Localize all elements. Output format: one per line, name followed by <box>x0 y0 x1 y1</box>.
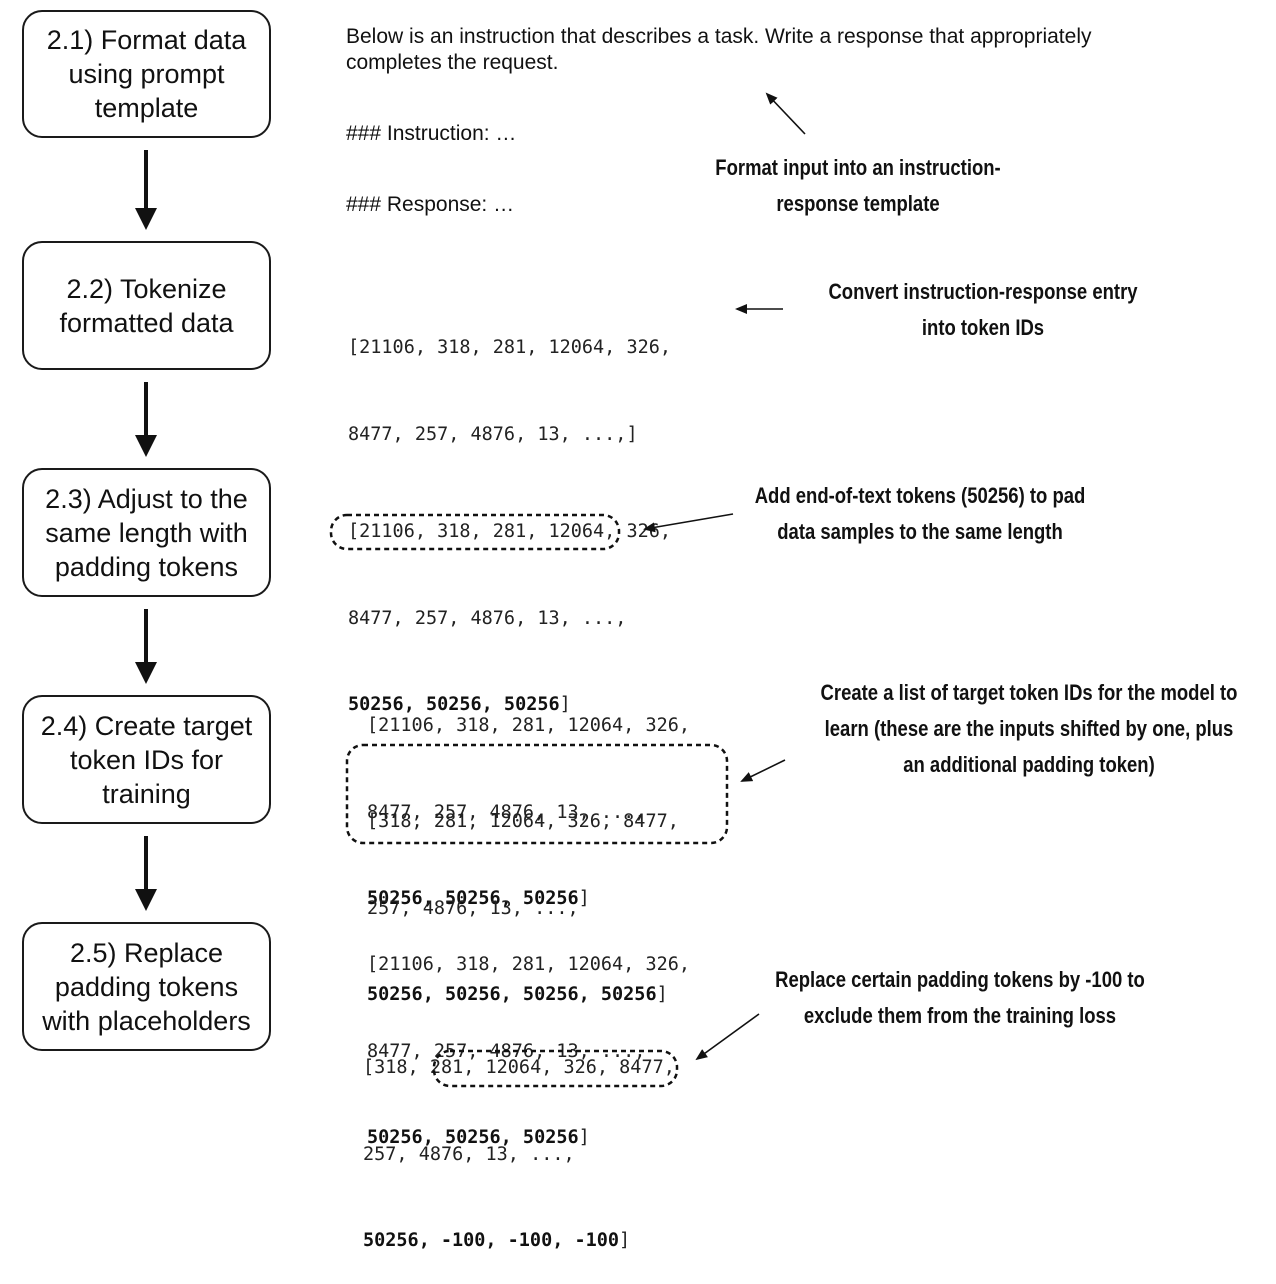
step-box-tokenize: 2.2) Tokenize formatted data <box>22 241 271 370</box>
connectors-layer <box>135 92 806 1088</box>
token-line: [21106, 318, 281, 12064, 326, <box>348 337 672 359</box>
token-line: 8477, 257, 4876, 13, ..., <box>367 801 646 823</box>
masked-tokens: -100, -100, -100 <box>440 1229 620 1251</box>
bracket-close: ] <box>619 1229 631 1251</box>
annotation-pad: Add end-of-text tokens (50256) to pad da… <box>754 483 1086 544</box>
step-box-pad: 2.3) Adjust to the same length with padd… <box>22 468 271 597</box>
pointer-arrow-format <box>765 92 806 135</box>
bracket-close: ] <box>559 693 571 715</box>
template-preamble-line2: completes the request. <box>346 51 559 74</box>
token-line: 257, 4876, 13, ..., <box>363 1143 575 1165</box>
step-box-format: 2.1) Format data using prompt template <box>22 10 271 138</box>
padding-tokens: 50256, 50256, 50256 <box>348 693 560 715</box>
token-line: 8477, 257, 4876, 13, ..., <box>348 607 627 629</box>
flow-arrow-4 <box>135 836 157 911</box>
token-line-padding: 50256, 50256, 50256, 50256] <box>367 981 679 1010</box>
annotation-tokenize: Convert instruction-response entry into … <box>828 279 1138 340</box>
token-block-tokenized: [21106, 318, 281, 12064, 326, 8477, 257,… <box>348 277 671 478</box>
pointer-arrow-replace <box>695 1013 760 1061</box>
token-line: 8477, 257, 4876, 13, ...,] <box>348 423 638 445</box>
step-label-format: 2.1) Format data using prompt template <box>46 25 247 123</box>
highlight-masked-tokens <box>432 1049 679 1088</box>
padding-token-kept: 50256, <box>363 1229 430 1251</box>
token-line-masked: 50256, -100, -100, -100] <box>363 1227 675 1256</box>
token-line: 257, 4876, 13, ..., <box>367 897 579 919</box>
step-box-replace: 2.5) Replace padding tokens with placeho… <box>22 922 271 1051</box>
token-line-padding: 50256, 50256, 50256] <box>367 885 690 914</box>
flow-arrow-3 <box>135 609 157 684</box>
pointer-arrow-pad <box>643 513 734 533</box>
token-line: [21106, 318, 281, 12064, 326, <box>367 954 691 976</box>
template-instruction: ### Instruction: … <box>346 122 517 145</box>
template-response: ### Response: … <box>346 193 515 216</box>
token-line: [21106, 318, 281, 12064, 326, <box>367 715 691 737</box>
flow-arrow-2 <box>135 382 157 457</box>
step-label-replace: 2.5) Replace padding tokens with placeho… <box>42 937 251 1036</box>
token-line: [318, 281, 12064, 326, 8477, <box>367 811 679 833</box>
token-line: [318, 281, 12064, 326, 8477, <box>363 1057 675 1079</box>
annotation-format: Format input into an instruction- respon… <box>715 155 1001 216</box>
annotation-targets: Create a list of target token IDs for th… <box>820 680 1238 777</box>
padding-tokens: 50256, 50256, 50256 <box>367 887 579 909</box>
flow-arrow-1 <box>135 150 157 230</box>
step-box-targets: 2.4) Create target token IDs for trainin… <box>22 695 271 824</box>
token-block-inputs: [21106, 318, 281, 12064, 326, 8477, 257,… <box>367 655 690 942</box>
step-label-pad: 2.3) Adjust to the same length with padd… <box>45 483 248 582</box>
step-label-targets: 2.4) Create target token IDs for trainin… <box>40 710 253 809</box>
annotation-replace: Replace certain padding tokens by -100 t… <box>775 967 1145 1028</box>
token-line-padding: 50256, 50256, 50256] <box>348 691 671 720</box>
token-block-targets: [318, 281, 12064, 326, 8477, 257, 4876, … <box>367 751 679 1038</box>
highlight-padding-tokens <box>329 513 621 551</box>
step-label-tokenize: 2.2) Tokenize formatted data <box>59 273 234 338</box>
bracket-close: ] <box>656 983 668 1005</box>
padding-tokens: 50256, 50256, 50256, 50256 <box>367 983 657 1005</box>
bracket-close: ] <box>578 887 590 909</box>
highlight-target-tokens <box>345 743 729 845</box>
pointer-arrow-targets <box>740 759 786 782</box>
template-preamble-line1: Below is an instruction that describes a… <box>346 25 1092 48</box>
